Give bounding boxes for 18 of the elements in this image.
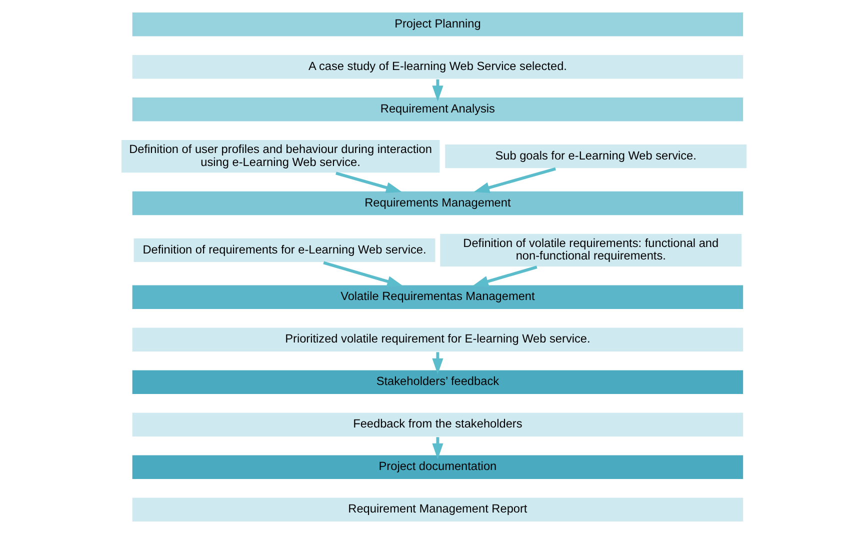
node-box: A case study of E-learning Web Service selected. (131, 54, 744, 80)
node-box: Feedback from the stakeholders (131, 412, 744, 438)
node-box: Volatile Requirementas Management (131, 284, 744, 310)
node-box: Requirement Analysis (131, 96, 744, 122)
arrow (323, 261, 404, 287)
arrow (472, 266, 538, 287)
node-box: Project documentation (131, 454, 744, 480)
node-box: Definition of user profiles and behaviour during interaction using e-Learning Web service. (120, 139, 441, 174)
arrow (474, 167, 556, 194)
node-box: Requirements Management (131, 190, 744, 216)
node-box: Definition of requirements for e-Learning Web service. (132, 237, 436, 264)
node-box: Sub goals for e-Learning Web service. (444, 143, 748, 170)
node-box: Requirement Management Report (131, 496, 744, 522)
node-box: Stakeholders’ feedback (131, 369, 744, 395)
node-box: Project Planning (131, 12, 744, 38)
node-box: Prioritized volatile requirement for E-learning Web service. (131, 326, 744, 352)
arrow (336, 172, 402, 193)
node-box: Definition of volatile requirements: functional and non-functional requirements. (439, 232, 743, 268)
